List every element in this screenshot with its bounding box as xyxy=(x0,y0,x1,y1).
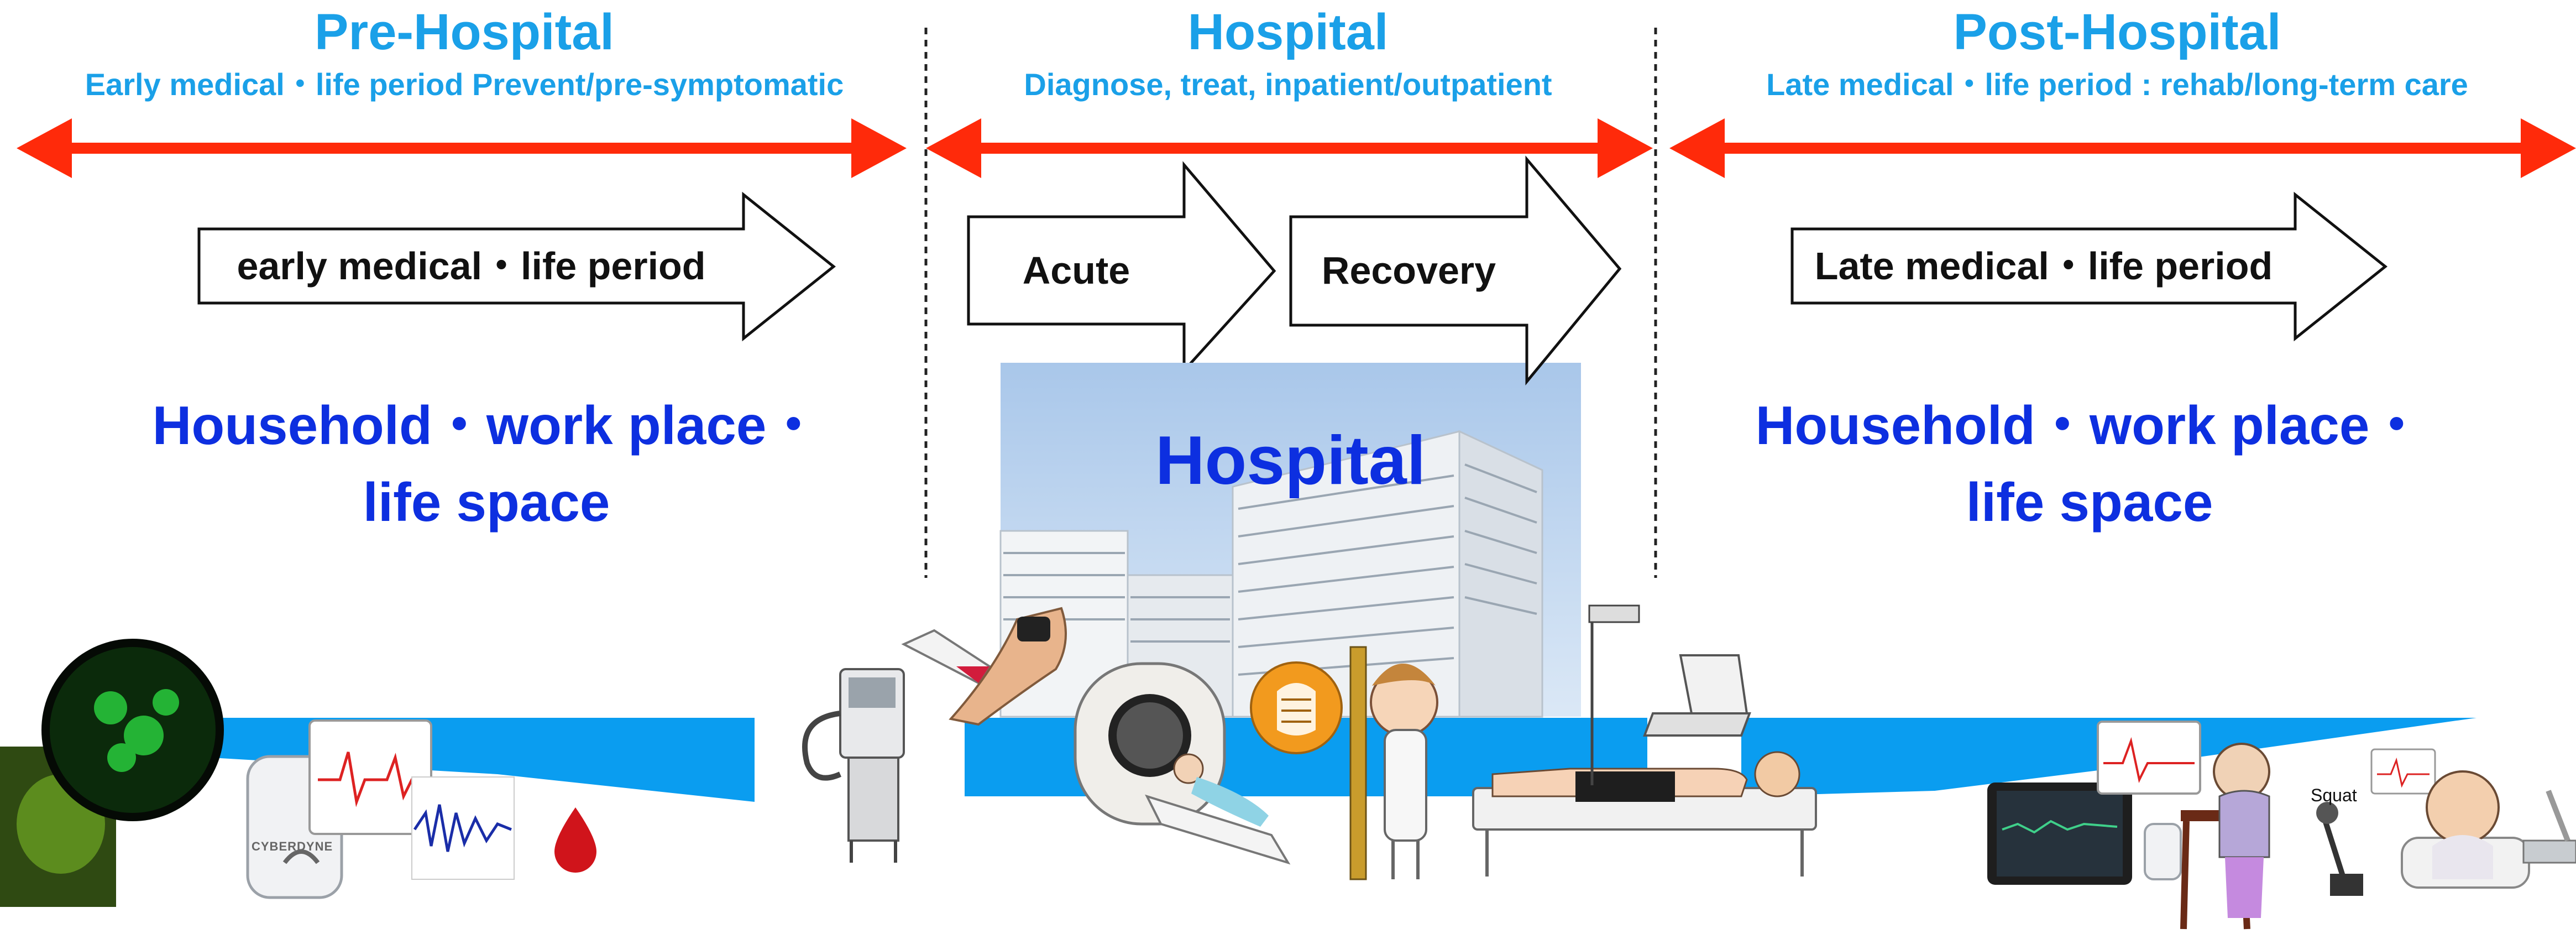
recovery-arrow-label: Recovery xyxy=(1321,249,1496,292)
emg-signal-icon xyxy=(411,776,515,880)
patient-mri-icon xyxy=(1145,753,1291,865)
acute-arrow xyxy=(967,161,1276,374)
phase-subtitle-hospital: Diagnose, treat, inpatient/outpatient xyxy=(1024,67,1552,102)
pre-place-line-1: Household・work place・ xyxy=(152,395,821,456)
ventilator-icon xyxy=(802,668,905,863)
phase-subtitle-pre-hospital: Early medical・life period Prevent/pre-sy… xyxy=(85,67,844,102)
arm-icon xyxy=(949,607,1067,726)
laptop-icon xyxy=(1588,604,1751,785)
small-sensor-icon xyxy=(2144,823,2182,880)
ecg-small-icon xyxy=(2370,748,2436,795)
timeline-arrow-post xyxy=(1669,118,2576,178)
bedridden-elderly-icon xyxy=(2401,770,2530,889)
recovery-arrow xyxy=(1289,155,1622,385)
phase-title-pre-hospital: Pre-Hospital xyxy=(315,4,614,60)
squat-machine-icon xyxy=(2316,802,2363,896)
early-period-arrow xyxy=(197,191,836,342)
tablet-icon xyxy=(1987,783,2132,885)
ecg-card-icon xyxy=(2097,721,2201,795)
device-brand-label: CYBERDYNE xyxy=(252,839,333,853)
phase-subtitle-post-hospital: Late medical・life period : rehab/long-te… xyxy=(1766,67,2468,102)
blood-drop-icon xyxy=(554,807,596,873)
late-period-arrow xyxy=(1790,191,2388,342)
phase-title-post-hospital: Post-Hospital xyxy=(1953,4,2281,60)
post-place-line-1: Household・work place・ xyxy=(1755,395,2424,456)
mri-scanner-icon xyxy=(1074,662,1226,826)
nurse-icon xyxy=(1349,646,1438,880)
post-place-line-2: life space xyxy=(1966,472,2213,533)
acute-arrow-label: Acute xyxy=(1022,249,1130,292)
timeline-arrow-hospital xyxy=(926,118,1653,178)
pre-place-line-2: life space xyxy=(363,472,610,533)
phase-title-hospital: Hospital xyxy=(1187,4,1389,60)
rehab-robot-icon xyxy=(2522,790,2576,864)
squat-label: Squat xyxy=(2311,785,2357,805)
patient-bed-icon xyxy=(1472,751,1817,877)
timeline-arrow-pre xyxy=(17,118,907,178)
syringe-icon xyxy=(901,629,991,685)
early-period-arrow-label: early medical・life period xyxy=(237,244,706,288)
pre-hospital-place-label: Household・work place・ life space xyxy=(0,387,973,541)
elderly-person-icon xyxy=(2213,743,2270,918)
post-hospital-place-label: Household・work place・ life space xyxy=(1603,387,2576,541)
hospital-photo-label: Hospital xyxy=(1155,422,1426,499)
x-ray-icon xyxy=(1250,661,1343,754)
late-period-arrow-label: Late medical・life period xyxy=(1814,244,2273,288)
